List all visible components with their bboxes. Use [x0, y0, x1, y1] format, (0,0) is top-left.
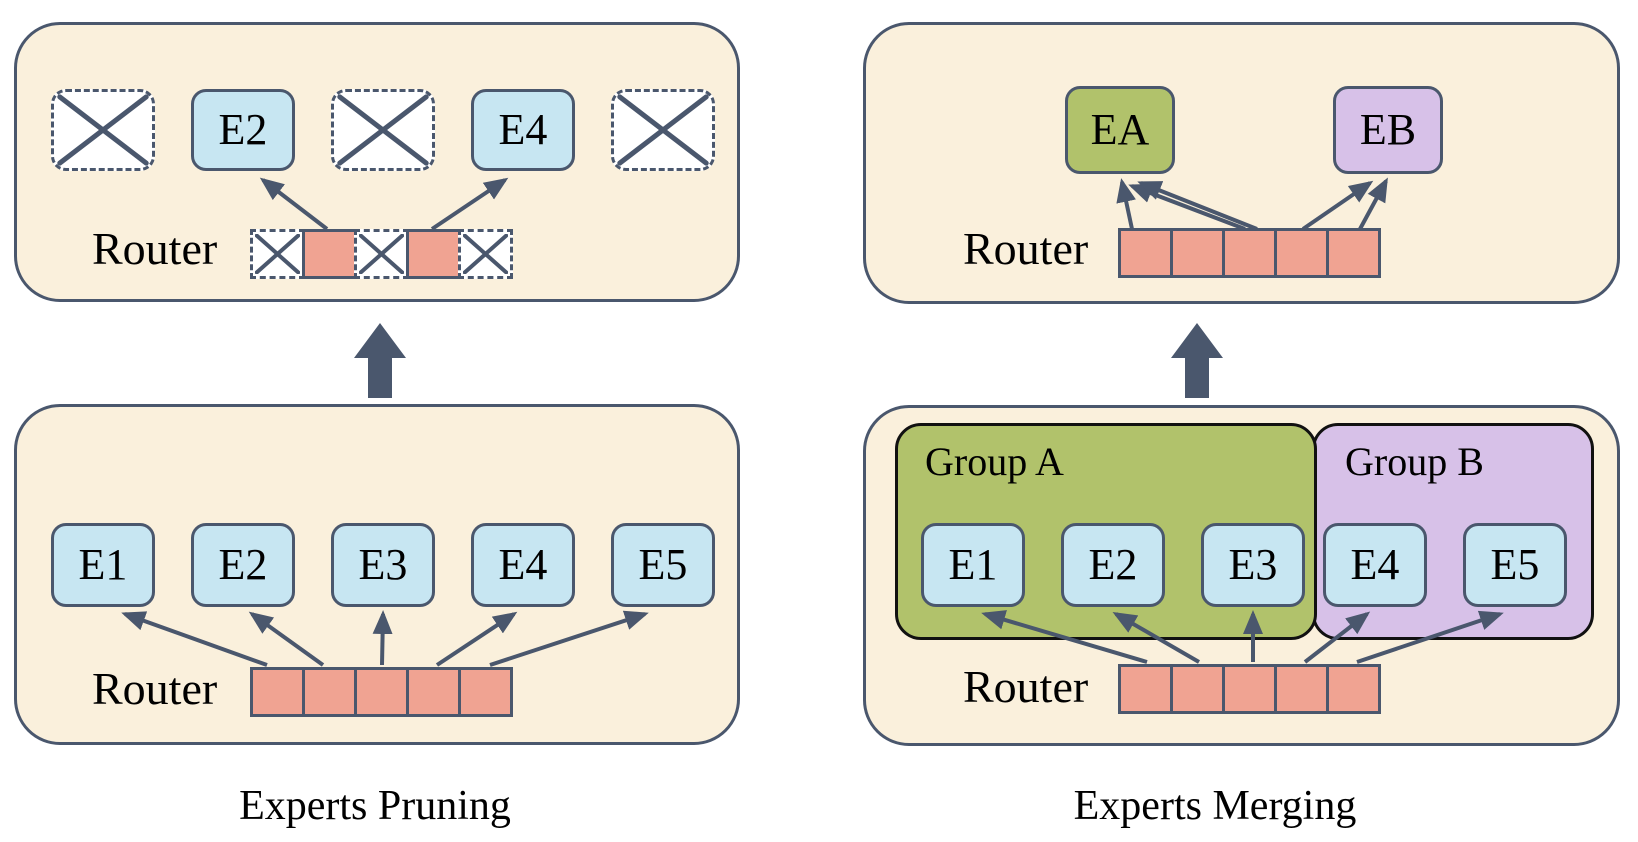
router-logits-bar	[1118, 664, 1381, 714]
expert-box-e5: E5	[611, 523, 715, 607]
expert-label: E5	[638, 540, 688, 589]
merged-expert-box-ea: EA	[1065, 86, 1175, 174]
pruned-expert-box-e5	[611, 89, 715, 171]
router-label: Router	[92, 223, 218, 274]
router-cell	[1118, 228, 1173, 278]
up-arrow-icon	[1171, 323, 1223, 398]
router-cell	[1326, 228, 1381, 278]
router-cell	[1222, 664, 1277, 714]
expert-box-e4: E4	[471, 523, 575, 607]
pruned-expert-box-e3	[331, 89, 435, 171]
expert-box-e2: E2	[191, 523, 295, 607]
router-cell	[1118, 664, 1173, 714]
expert-label: E1	[948, 540, 998, 589]
expert-box-e3: E3	[1201, 523, 1305, 607]
expert-label: E1	[78, 540, 128, 589]
caption-experts-merging: Experts Merging	[1073, 783, 1357, 829]
x-mark-icon	[463, 234, 508, 274]
router-cell	[354, 667, 409, 717]
router-cell	[406, 667, 461, 717]
expert-label: E4	[498, 105, 548, 154]
expert-box-e5: E5	[1463, 523, 1567, 607]
x-mark-icon	[336, 94, 430, 166]
expert-box-e2: E2	[1061, 523, 1165, 607]
x-mark-icon	[56, 94, 150, 166]
router-cell-pruned	[458, 229, 513, 279]
router-cell-pruned	[354, 229, 409, 279]
x-mark-icon	[616, 94, 710, 166]
router-cell-kept	[406, 229, 461, 279]
expert-label: EA	[1090, 105, 1150, 154]
router-logits-bar	[1118, 228, 1381, 278]
expert-label: E3	[358, 540, 408, 589]
expert-label: E3	[1228, 540, 1278, 589]
router-label: Router	[92, 663, 218, 714]
expert-label: E2	[218, 105, 268, 154]
expert-box-e4: E4	[1323, 523, 1427, 607]
router-cell	[458, 667, 513, 717]
merged-expert-box-eb: EB	[1333, 86, 1443, 174]
router-cell	[1326, 664, 1381, 714]
router-cell-kept	[302, 229, 357, 279]
expert-box-e3: E3	[331, 523, 435, 607]
router-label: Router	[963, 223, 1089, 274]
group-a-label: Group A	[925, 439, 1064, 484]
router-cell	[1274, 664, 1329, 714]
router-cell-pruned	[250, 229, 305, 279]
router-label: Router	[963, 661, 1089, 712]
expert-label: E2	[1088, 540, 1138, 589]
router-cell	[1170, 664, 1225, 714]
router-logits-bar	[250, 667, 513, 717]
group-b-label: Group B	[1345, 439, 1484, 484]
expert-box-e2-kept: E2	[191, 89, 295, 171]
pruned-expert-box-e1	[51, 89, 155, 171]
router-cell	[1274, 228, 1329, 278]
expert-label: E2	[218, 540, 268, 589]
up-arrow-icon	[354, 323, 406, 398]
x-mark-icon	[359, 234, 404, 274]
expert-label: EB	[1359, 105, 1417, 154]
expert-box-e4-kept: E4	[471, 89, 575, 171]
expert-label: E4	[1350, 540, 1400, 589]
expert-box-e1: E1	[51, 523, 155, 607]
expert-label: E4	[498, 540, 548, 589]
caption-experts-pruning: Experts Pruning	[239, 783, 511, 829]
router-cell	[250, 667, 305, 717]
expert-box-e1: E1	[921, 523, 1025, 607]
router-logits-bar-pruned	[250, 229, 513, 279]
router-cell	[1170, 228, 1225, 278]
expert-label: E5	[1490, 540, 1540, 589]
router-cell	[302, 667, 357, 717]
x-mark-icon	[255, 234, 300, 274]
router-cell	[1222, 228, 1277, 278]
